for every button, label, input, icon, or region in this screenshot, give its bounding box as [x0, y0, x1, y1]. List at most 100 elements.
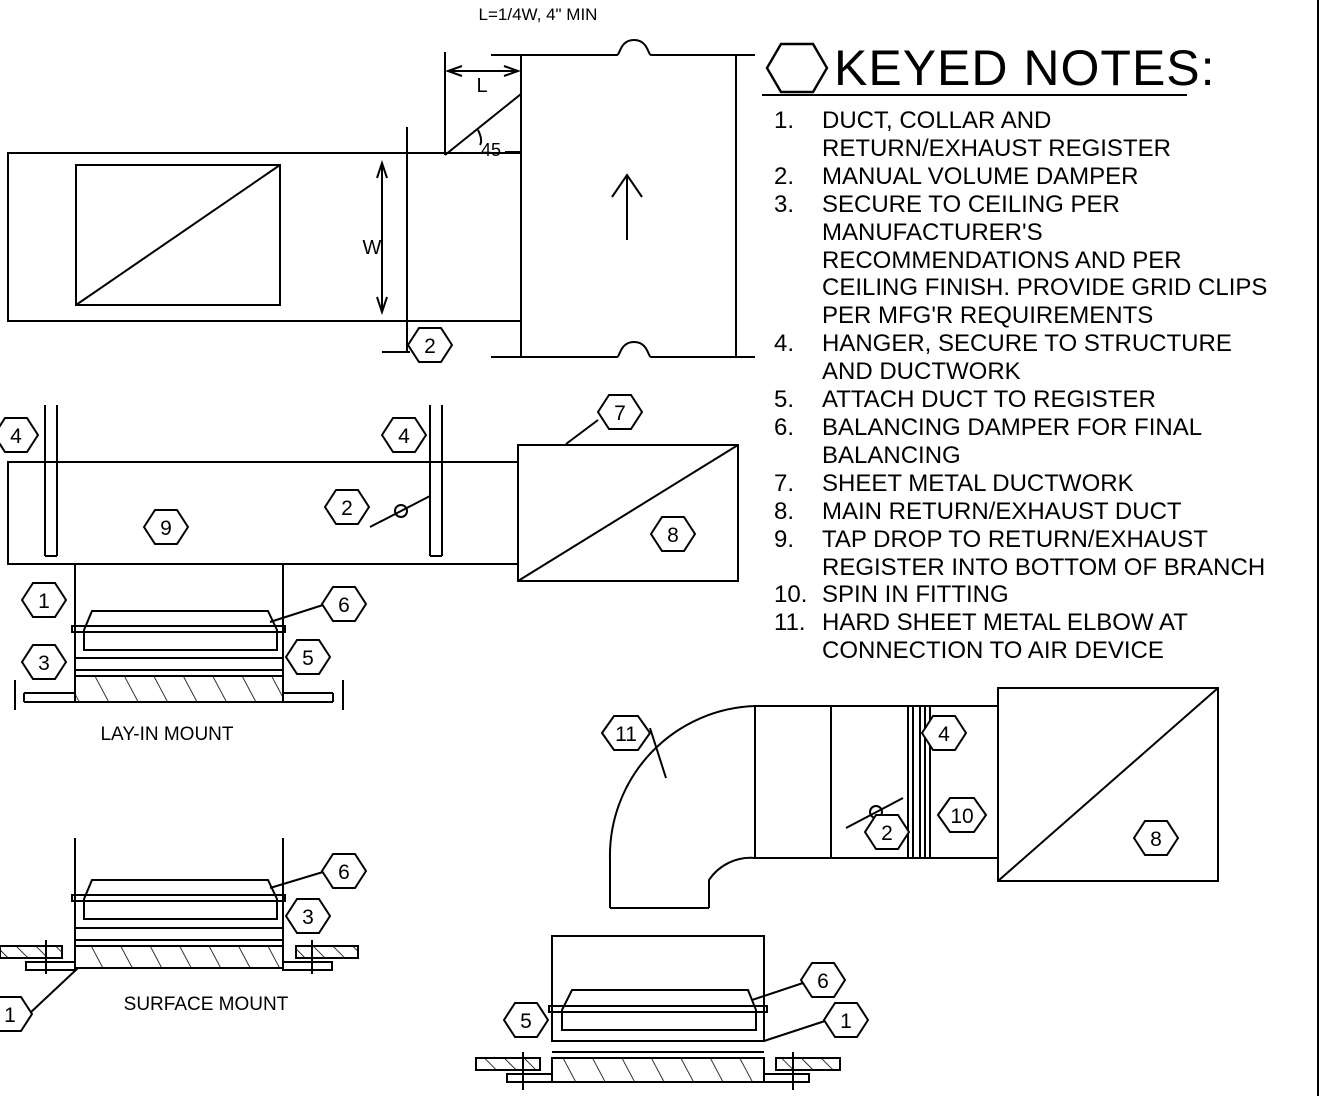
tag-6-elbow: 6: [799, 962, 847, 998]
note-text: SECURE TO CEILING PER MANUFACTURER'S REC…: [822, 190, 1268, 330]
svg-text:1: 1: [38, 590, 50, 613]
tag-1-elbow: 1: [822, 1002, 870, 1038]
note-text: DUCT, COLLAR AND RETURN/EXHAUST REGISTER: [822, 107, 1171, 162]
register-face-hatch: [551, 1057, 765, 1083]
note-number: 9.: [774, 525, 795, 553]
svg-text:4: 4: [398, 425, 410, 448]
branch-duct-plan: [7, 152, 522, 322]
note-text: HANGER, SECURE TO STRUCTURE AND DUCTWORK: [822, 330, 1232, 386]
register-face-hatch: [74, 675, 284, 703]
keyed-note-7: 7.SHEET METAL DUCTWORK: [762, 470, 1302, 498]
leader-6-lay-in: [269, 604, 324, 623]
tag-6-surface: 6: [320, 853, 368, 889]
ceiling-right-hatch: [775, 1057, 841, 1071]
flange-left: [25, 961, 76, 971]
tag-1-surface: 1: [0, 996, 34, 1032]
keyed-note-4: 4.HANGER, SECURE TO STRUCTURE AND DUCTWO…: [762, 330, 1302, 386]
damper-shaft: [394, 504, 408, 518]
tag-5-lay-in: 5: [284, 639, 332, 675]
note-text: MAIN RETURN/EXHAUST DUCT: [822, 497, 1182, 525]
width-arrow-top: [376, 159, 388, 179]
leader-11: [649, 727, 667, 779]
keyed-note-10: 10. SPIN IN FITTING: [762, 581, 1302, 609]
tag-4-elbow: 4: [920, 715, 968, 751]
width-label: W: [363, 237, 382, 259]
tag-7: 7: [596, 394, 644, 430]
svg-text:8: 8: [667, 524, 679, 547]
keyed-note-1: 1. DUCT, COLLAR AND RETURN/EXHAUST REGIST…: [762, 107, 1302, 163]
leader-1-surface: [29, 967, 79, 1014]
note-number: 1.: [774, 107, 795, 134]
note-text: MANUAL VOLUME DAMPER: [822, 162, 1139, 190]
keyed-note-3: 3. SECURE TO CEILING PER MANUFACTURER'S R…: [762, 191, 1302, 331]
keyed-note-2: 2.MANUAL VOLUME DAMPER: [762, 163, 1302, 191]
tag-3-lay-in: 3: [20, 644, 68, 680]
keyed-notes-hexagon-icon: [765, 42, 829, 94]
damper-blade: [845, 797, 904, 829]
svg-text:3: 3: [38, 652, 50, 675]
note-text: SPIN IN FITTING: [822, 581, 1009, 609]
balancing-damper: [83, 879, 278, 920]
tag-5-elbow: 5: [502, 1002, 550, 1038]
flange-right: [282, 961, 333, 971]
surface-mount-section: [0, 838, 359, 974]
svg-text:10: 10: [950, 805, 973, 828]
entry-45-line: [444, 93, 522, 156]
plan-view: [7, 38, 755, 358]
main-duct-elbow: [997, 687, 1219, 882]
note-number: 6.: [774, 413, 795, 441]
tag-leaders: [29, 419, 829, 1042]
damper-blade: [369, 495, 431, 528]
length-rule-label: L=1/4W, 4" MIN: [479, 5, 598, 24]
main-duct-diagonal: [517, 444, 739, 582]
main-duct-section: [517, 444, 739, 582]
airflow-arrow-head: [611, 173, 643, 198]
ceiling-left-hatch: [475, 1057, 541, 1071]
main-duct-break-top: [491, 38, 755, 56]
elbow-outer: [608, 705, 756, 908]
note-number: 3.: [774, 190, 795, 218]
svg-text:2: 2: [341, 497, 353, 520]
angle-label: 45: [481, 140, 501, 160]
elbow-inner: [708, 856, 756, 908]
keyed-note-8: 8.MAIN RETURN/EXHAUST DUCT: [762, 498, 1302, 526]
caption-lay-in-mount: LAY-IN MOUNT: [100, 724, 233, 745]
leader-6-elbow: [751, 981, 807, 1001]
keyed-note-6: 6.BALANCING DAMPER FOR FINAL BALANCING: [762, 414, 1302, 470]
register-face-hatch: [74, 945, 284, 969]
keyed-note-9: 9.TAP DROP TO RETURN/EXHAUST REGISTER IN…: [762, 526, 1302, 582]
svg-text:4: 4: [10, 425, 22, 448]
damper-frame-bar: [71, 625, 286, 633]
svg-text:3: 3: [302, 906, 314, 929]
svg-text:1: 1: [4, 1004, 16, 1027]
svg-text:1: 1: [840, 1010, 852, 1033]
register-diagonal: [75, 164, 281, 306]
width-arrow-bottom: [376, 296, 388, 316]
tag-4-right: 4: [380, 417, 428, 453]
register-plan: [75, 164, 281, 306]
svg-text:6: 6: [817, 970, 829, 993]
note-text: HARD SHEET METAL ELBOW AT CONNECTION TO …: [822, 609, 1188, 665]
elbow-section: [475, 687, 1219, 1090]
note-number: 10.: [774, 581, 808, 609]
balancing-damper: [83, 610, 278, 651]
leader-7: [565, 419, 599, 445]
tag-8-lay-in: 8: [649, 516, 697, 552]
angle-arc: [477, 129, 483, 146]
leader-6-surface: [269, 871, 324, 889]
tag-10: 10: [936, 797, 988, 833]
svg-text:6: 6: [338, 861, 350, 884]
tag-4-left: 4: [0, 417, 40, 453]
length-arrow-right: [503, 65, 521, 77]
flange-left: [506, 1073, 553, 1083]
balancing-damper: [561, 989, 757, 1031]
damper-frame-bar: [71, 894, 286, 902]
svg-text:2: 2: [881, 822, 893, 845]
keyed-note-11: 11.HARD SHEET METAL ELBOW AT CONNECTION …: [762, 609, 1302, 665]
tag-2-lay-in: 2: [323, 489, 371, 525]
tag-9: 9: [142, 509, 190, 545]
note-text: ATTACH DUCT TO REGISTER: [822, 386, 1156, 414]
tag-6-lay-in: 6: [320, 586, 368, 622]
keyed-notes-list: 1. DUCT, COLLAR AND RETURN/EXHAUST REGIST…: [762, 107, 1302, 665]
